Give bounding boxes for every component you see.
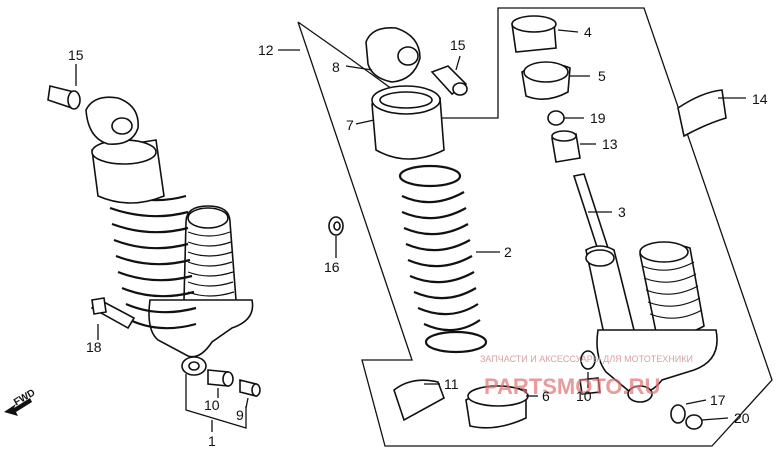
- reservoir-ribs: [187, 231, 235, 297]
- stopper-11: [393, 379, 445, 422]
- watermark-line2: PARTSMOTO.RU: [484, 374, 660, 399]
- adjuster-5: [521, 61, 571, 100]
- collar-9: [239, 378, 261, 398]
- callout-20: 20: [734, 410, 750, 426]
- callout-13: 13: [602, 136, 618, 152]
- callout-6: 6: [542, 388, 550, 404]
- spring-2: [398, 164, 488, 354]
- leader-lines: [75, 29, 746, 421]
- bushing-10-left: [207, 369, 234, 387]
- damper-reservoir: [639, 241, 705, 336]
- nut-19: [547, 110, 565, 126]
- callout-1: 1: [208, 433, 216, 449]
- washer-17: [670, 404, 686, 424]
- bushing-10-right: [579, 350, 601, 395]
- lower-seat-6: [465, 385, 529, 429]
- assembled-spring: [109, 190, 197, 330]
- collar-15-left: [47, 85, 81, 110]
- collar-15-middle: [430, 65, 468, 96]
- callout-10-left: 10: [204, 397, 220, 413]
- callout-10-right: 10: [576, 388, 592, 404]
- callout-8: 8: [332, 59, 340, 75]
- callout-18: 18: [86, 339, 102, 355]
- upper-mount-8: [365, 26, 421, 83]
- label-plate-14: [677, 89, 727, 138]
- bolt-18: [90, 297, 136, 330]
- callout-9: 9: [236, 407, 244, 423]
- callout-15-left: 15: [68, 47, 84, 63]
- leader-1-bracket: [185, 374, 247, 429]
- assembled-shock: [85, 96, 254, 376]
- nut-20: [685, 414, 703, 430]
- callout-16: 16: [324, 259, 340, 275]
- bump-rubber-13: [551, 130, 581, 163]
- callout-15-middle: 15: [450, 37, 466, 53]
- callout-11: 11: [444, 376, 459, 392]
- washer-16: [328, 216, 344, 236]
- watermark-line1: ЗАПЧАСТИ И АКСЕССУАРЫ ДЛЯ МОТОТЕХНИКИ: [480, 354, 693, 364]
- callout-12: 12: [258, 42, 274, 58]
- spring-seat-7: [371, 85, 445, 160]
- callout-17: 17: [710, 392, 726, 408]
- fwd-arrow: FWD: [4, 387, 37, 416]
- callout-5: 5: [598, 68, 606, 84]
- callout-4: 4: [584, 24, 592, 40]
- callout-14: 14: [752, 91, 768, 107]
- callout-7: 7: [346, 117, 354, 133]
- callout-19: 19: [590, 110, 606, 126]
- callout-3: 3: [618, 204, 626, 220]
- callout-2: 2: [504, 244, 512, 260]
- damper-rod-3: [572, 173, 635, 338]
- damper-lower-body: [596, 329, 718, 403]
- locknut-4: [511, 15, 557, 53]
